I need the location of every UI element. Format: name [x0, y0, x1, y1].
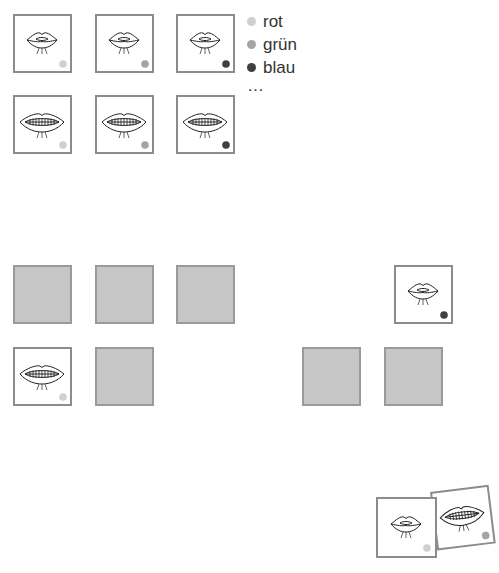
color-swatch	[247, 40, 256, 49]
card-back	[96, 348, 153, 405]
card	[96, 15, 153, 72]
card-back	[385, 348, 442, 405]
ellipsis-label: …	[247, 76, 264, 96]
label-group: …	[247, 76, 264, 96]
card-back	[96, 266, 153, 323]
card-back	[14, 266, 71, 323]
card	[395, 266, 452, 323]
card	[14, 348, 71, 405]
card-back	[177, 266, 234, 323]
card	[177, 96, 234, 153]
card-back	[303, 348, 360, 405]
legend-text: blau	[263, 58, 295, 78]
card	[177, 15, 234, 72]
card	[14, 15, 71, 72]
legend-text: rot	[263, 12, 283, 32]
card	[431, 486, 495, 550]
card	[377, 498, 436, 557]
legend: rot grün blau	[247, 10, 297, 79]
card	[96, 96, 153, 153]
legend-item: rot	[247, 10, 297, 33]
legend-text: grün	[263, 35, 297, 55]
color-swatch	[247, 63, 256, 72]
legend-item: grün	[247, 33, 297, 56]
color-swatch	[247, 17, 256, 26]
card	[14, 96, 71, 153]
legend-item: blau	[247, 56, 297, 79]
